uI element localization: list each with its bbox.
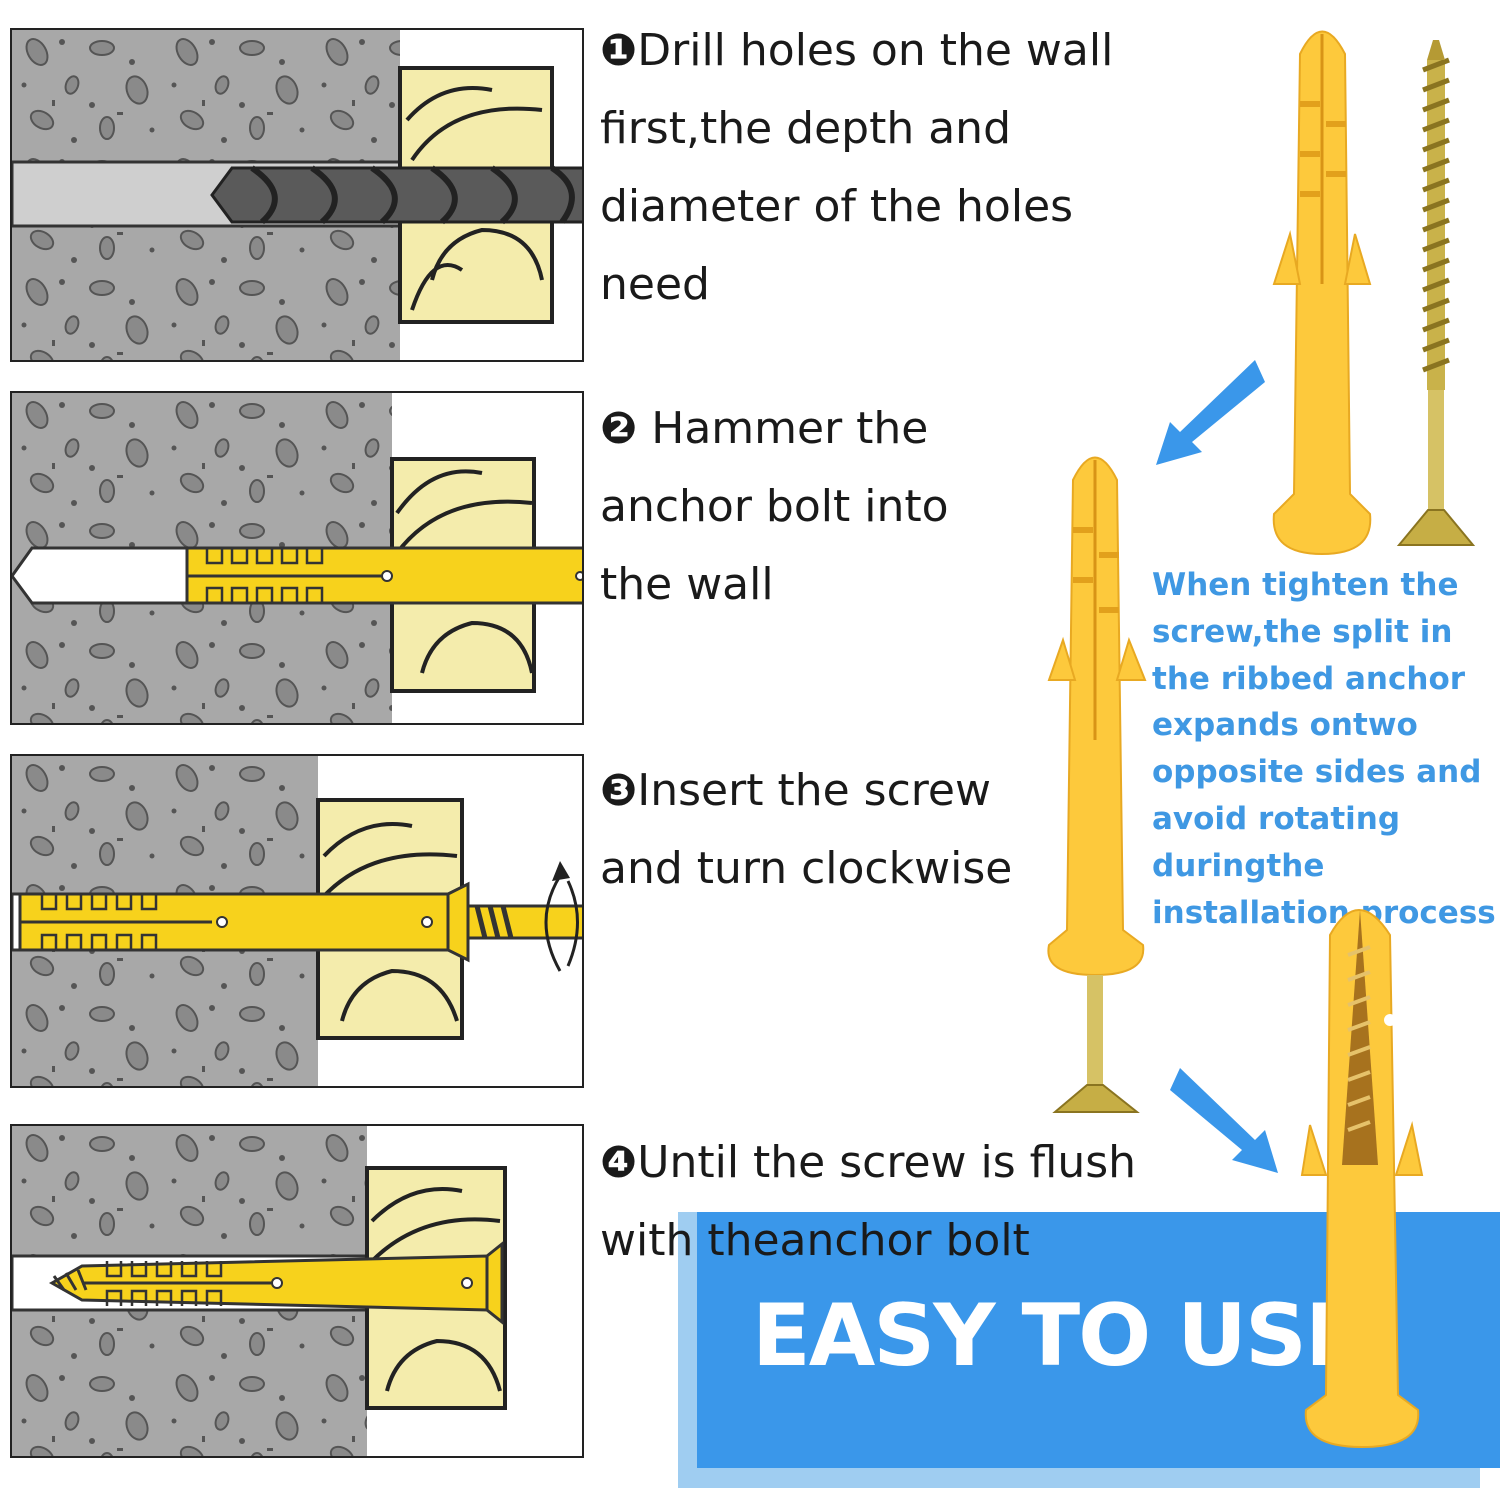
step-3-illustration xyxy=(10,754,584,1088)
anchor-icon xyxy=(18,881,470,963)
step-2-text: ❷ Hammer the anchor bolt into the wall xyxy=(600,403,949,610)
drill-bit-icon xyxy=(210,165,582,225)
screw-icon xyxy=(1396,40,1476,546)
rotate-clockwise-icon xyxy=(544,861,579,972)
step-3-text: ❸Insert the screw and turn clockwise xyxy=(600,765,1013,894)
screw-icon xyxy=(466,904,582,940)
expansion-note: When tighten the screw,the split in the … xyxy=(1152,567,1496,931)
step-4-illustration xyxy=(10,1124,584,1458)
anchor-icon xyxy=(48,1240,504,1326)
step-1-illustration xyxy=(10,28,584,362)
step-4-text: ❹Until the screw is flush with theanchor… xyxy=(600,1137,1137,1266)
anchor-icon xyxy=(1047,456,1147,1113)
step-1-text: ❶Drill holes on the wall first,the depth… xyxy=(600,25,1114,310)
anchor-icon xyxy=(1300,909,1424,1449)
arrow-icon xyxy=(1170,1068,1278,1173)
banner-title: EASY TO USE xyxy=(752,1286,1364,1386)
anchor-icon xyxy=(1272,30,1372,556)
anchor-icon xyxy=(185,546,582,605)
arrow-icon xyxy=(1156,360,1265,465)
step-2-illustration xyxy=(10,391,584,725)
